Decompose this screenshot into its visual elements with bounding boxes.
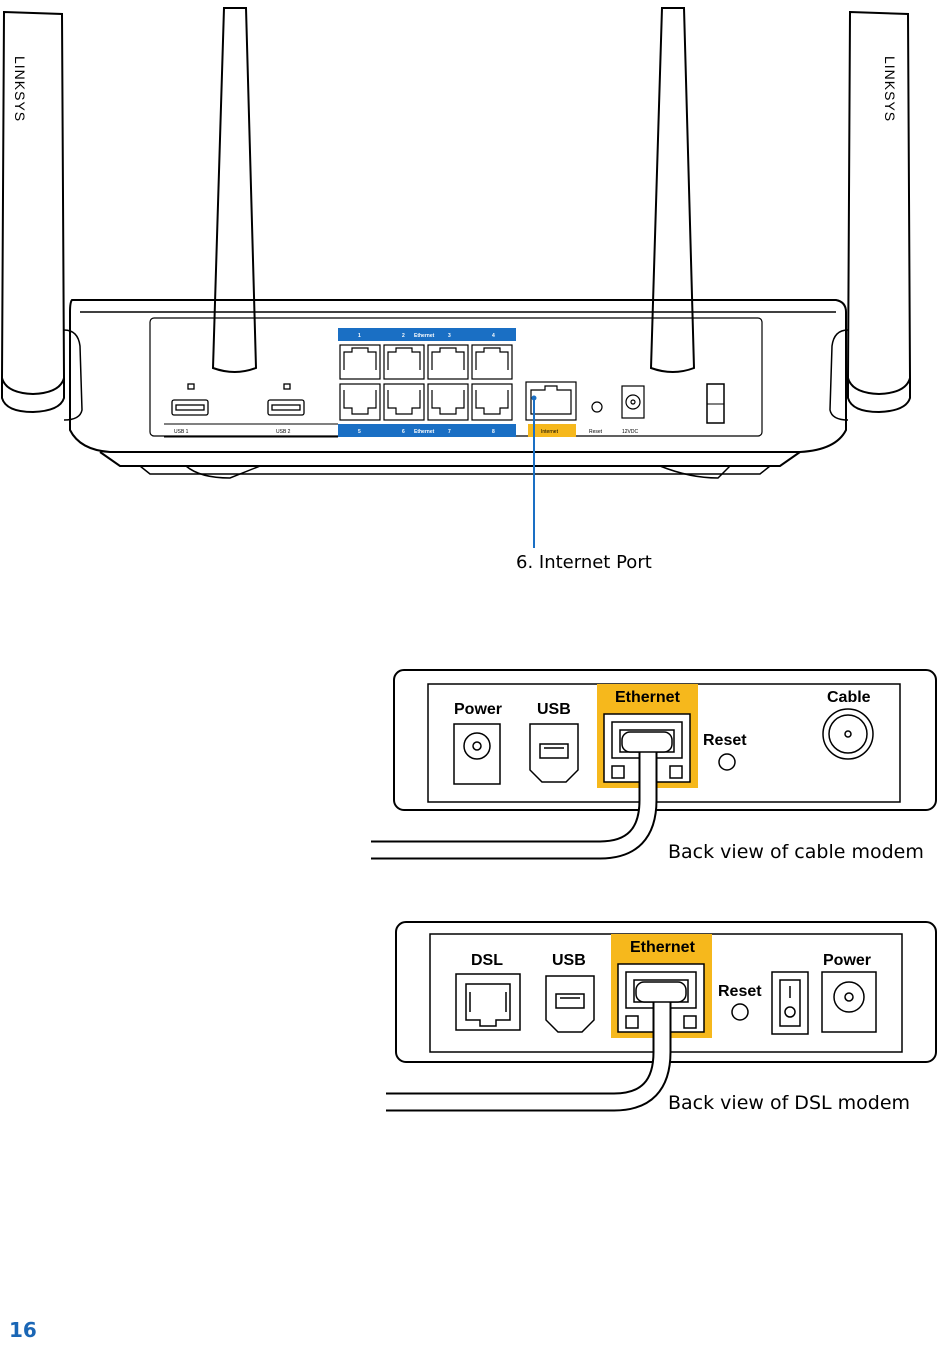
usb-ports — [172, 384, 304, 415]
ethernet-jack-4[interactable] — [472, 345, 512, 379]
cable-reset-button[interactable] — [719, 754, 735, 770]
dsl-ethernet-label: Ethernet — [630, 939, 696, 956]
left-outer-antenna — [2, 12, 64, 394]
eth-5: 5 — [358, 429, 361, 435]
cable-coax-port[interactable] — [823, 709, 873, 759]
cable-cable-label: Cable — [827, 689, 871, 706]
ethernet-jack-5[interactable] — [340, 384, 380, 420]
cable-modem-caption: Back view of cable modem — [668, 841, 924, 863]
eth-4: 4 — [492, 333, 495, 339]
brand-right: LINKSYS — [882, 56, 898, 122]
ethernet-jack-1[interactable] — [340, 345, 380, 379]
eth-2: 2 — [402, 333, 405, 339]
dsl-modem-caption: Back view of DSL modem — [668, 1092, 910, 1114]
right-outer-antenna — [848, 12, 910, 394]
eth-bottom-label: Ethernet — [414, 429, 435, 435]
cable-usb-label: USB — [537, 701, 571, 718]
dsl-power-label: Power — [823, 952, 871, 969]
usb-2-label: USB 2 — [276, 429, 291, 435]
ethernet-jack-7[interactable] — [428, 384, 468, 420]
dsl-usb-port[interactable] — [546, 976, 594, 1032]
page-number: 16 — [9, 1318, 37, 1342]
dsl-dsl-label: DSL — [471, 952, 503, 969]
brand-left: LINKSYS — [12, 56, 28, 122]
usb-1-label: USB 1 — [174, 429, 189, 435]
ethernet-jack-2[interactable] — [384, 345, 424, 379]
cable-usb-port[interactable] — [530, 724, 578, 782]
dsl-reset-button[interactable] — [732, 1004, 748, 1020]
eth-3: 3 — [448, 333, 451, 339]
dsl-power-switch[interactable] — [772, 972, 808, 1034]
ethernet-jack-6[interactable] — [384, 384, 424, 420]
dsl-power-port[interactable] — [822, 972, 876, 1032]
power-port[interactable] — [622, 386, 644, 418]
dsl-reset-label: Reset — [718, 983, 762, 1000]
usb-1-port[interactable] — [172, 400, 208, 415]
internet-label: Internet — [541, 429, 559, 435]
internet-port-callout: 6. Internet Port — [516, 552, 652, 573]
eth-7: 7 — [448, 429, 451, 435]
eth-6: 6 — [402, 429, 405, 435]
cable-ethernet-label: Ethernet — [615, 689, 681, 706]
ethernet-jacks — [340, 345, 512, 420]
ethernet-jack-3[interactable] — [428, 345, 468, 379]
usb-2-port[interactable] — [268, 400, 304, 415]
eth-1: 1 — [358, 333, 361, 339]
ethernet-jack-8[interactable] — [472, 384, 512, 420]
reset-label-router: Reset — [589, 429, 603, 435]
cable-power-label: Power — [454, 701, 502, 718]
dsl-phone-port[interactable] — [456, 974, 520, 1030]
eth-8: 8 — [492, 429, 495, 435]
reset-button[interactable] — [592, 402, 602, 412]
dsl-usb-label: USB — [552, 952, 586, 969]
cable-reset-label: Reset — [703, 732, 747, 749]
power-label-router: 12VDC — [622, 429, 639, 435]
cable-power-port[interactable] — [454, 724, 500, 784]
eth-top-label: Ethernet — [414, 333, 435, 339]
